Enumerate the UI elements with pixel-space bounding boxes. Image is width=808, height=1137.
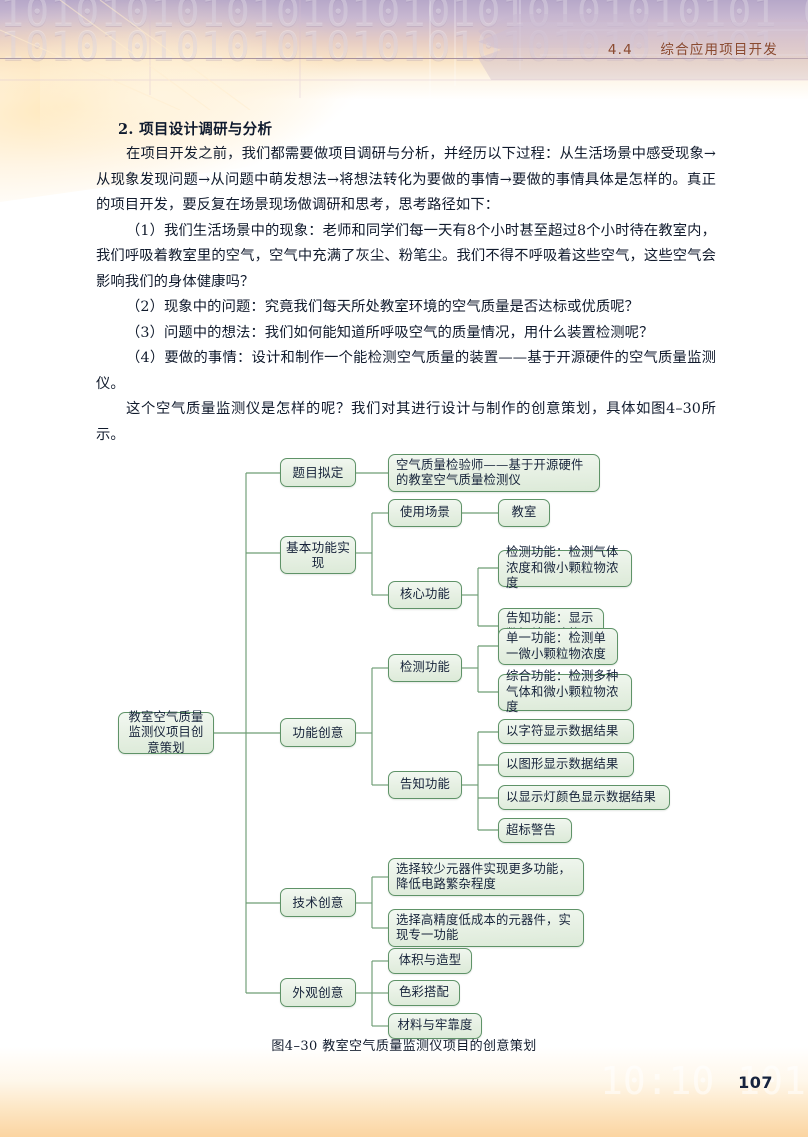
- mindmap-leaf-display-characters[interactable]: 以字符显示数据结果: [498, 719, 634, 744]
- header-section-title: 综合应用项目开发: [660, 42, 778, 58]
- header-decorative-band: 1010101010101010101010101010101 0101 010…: [0, 0, 808, 209]
- mindmap-leaf-color-matching[interactable]: 色彩搭配: [388, 980, 460, 1006]
- mindmap-node-detection-category[interactable]: 检测功能: [388, 654, 462, 682]
- footer-decorative-band: 10:10 1010: [0, 1047, 808, 1137]
- mindmap-node-usage-scenario[interactable]: 使用场景: [388, 499, 462, 527]
- paragraph-1: 在项目开发之前，我们都需要做项目调研与分析，并经历以下过程：从生活场景中感受现象…: [96, 146, 716, 213]
- mindmap-leaf-topic-title[interactable]: 空气质量检验师——基于开源硬件的教室空气质量检测仪: [388, 454, 600, 492]
- paragraph-6: 这个空气质量监测仪是怎样的呢？我们对其进行设计与制作的创意策划，具体如图4–30…: [96, 401, 716, 443]
- mindmap-leaf-high-precision-low-cost[interactable]: 选择高精度低成本的元器件，实现专一功能: [388, 909, 584, 947]
- mind-map-connectors: [214, 472, 498, 1027]
- header-chevron-banner: [478, 22, 808, 80]
- mindmap-leaf-material-and-sturdiness[interactable]: 材料与牢靠度: [388, 1013, 482, 1039]
- article-content: 2. 项目设计调研与分析 在项目开发之前，我们都需要做项目调研与分析，并经历以下…: [96, 118, 716, 448]
- mindmap-leaf-fewer-components[interactable]: 选择较少元器件实现更多功能，降低电路繁杂程度: [388, 858, 584, 896]
- footer-digits-decoration: 10:10 1010: [600, 1065, 808, 1103]
- mindmap-leaf-single-function[interactable]: 单一功能：检测单一微小颗粒物浓度: [498, 628, 618, 665]
- mindmap-node-basic-function[interactable]: 基本功能实现: [280, 536, 356, 574]
- mindmap-leaf-display-graphics[interactable]: 以图形显示数据结果: [498, 752, 634, 777]
- mindmap-leaf-composite-function[interactable]: 综合功能：检测多种气体和微小颗粒物浓度: [498, 669, 632, 714]
- mindmap-node-core-function[interactable]: 核心功能: [388, 581, 462, 609]
- mindmap-leaf-display-lamp-color[interactable]: 以显示灯颜色显示数据结果: [498, 785, 670, 810]
- paragraph-4: （3）问题中的想法：我们如何能知道所呼吸空气的质量情况，用什么装置检测呢？: [126, 324, 654, 341]
- page-number: 107: [738, 1073, 773, 1092]
- mindmap-node-appearance-creativity[interactable]: 外观创意: [280, 978, 356, 1007]
- figure-mind-map: 教室空气质量监测仪项目创意策划 题目拟定 基本功能实现 功能创意 技术创意 外观…: [0, 440, 808, 1040]
- header-section-number: 4.4: [607, 42, 633, 58]
- mindmap-node-technical-creativity[interactable]: 技术创意: [280, 888, 356, 917]
- mindmap-leaf-over-limit-warning[interactable]: 超标警告: [498, 818, 572, 843]
- section-heading: 2. 项目设计调研与分析: [118, 121, 273, 138]
- header-circuit-lines: [0, 0, 808, 110]
- mindmap-node-notify-category[interactable]: 告知功能: [388, 771, 462, 799]
- paragraph-3: （2）现象中的问题：究竟我们每天所处教室环境的空气质量是否达标或优质呢？: [126, 299, 640, 315]
- mindmap-node-function-creativity[interactable]: 功能创意: [280, 718, 356, 747]
- mindmap-node-topic-setting[interactable]: 题目拟定: [280, 458, 356, 487]
- mindmap-leaf-classroom[interactable]: 教室: [498, 499, 550, 527]
- mindmap-leaf-volume-and-shape[interactable]: 体积与造型: [388, 948, 472, 974]
- paragraph-5: （4）要做的事情：设计和制作一个能检测空气质量的装置——基于开源硬件的空气质量监…: [96, 350, 716, 392]
- header-divider-rule: [0, 58, 808, 59]
- mindmap-leaf-detection-function[interactable]: 检测功能：检测气体浓度和微小颗粒物浓度: [498, 545, 632, 590]
- header-section-label: 4.4 综合应用项目开发: [608, 38, 778, 58]
- paragraph-2: （1）我们生活场景中的现象：老师和同学们每一天有8个小时甚至超过8个小时待在教室…: [96, 222, 716, 290]
- mindmap-node-root[interactable]: 教室空气质量监测仪项目创意策划: [118, 710, 214, 755]
